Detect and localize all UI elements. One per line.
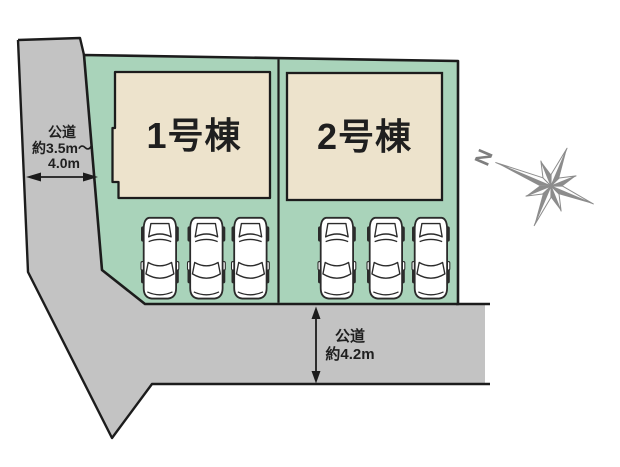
left-road-annotation: 公道 約3.5m〜 4.0m	[26, 124, 98, 182]
compass-light-facets	[495, 147, 594, 227]
parked-car-icon	[411, 216, 451, 300]
building-1-label: 1号棟	[146, 115, 241, 156]
arrow-down-icon	[311, 371, 321, 384]
parked-car-icon	[366, 216, 406, 300]
parked-car-icon	[186, 216, 227, 300]
building-2-footprint	[285, 71, 444, 202]
parked-car-icon	[230, 216, 271, 300]
road-boundary-top-left	[17, 36, 86, 56]
building-2-label: 2号棟	[317, 116, 412, 157]
left-road-width-2: 4.0m	[48, 155, 80, 171]
bottom-road-name: 公道	[335, 327, 365, 345]
arrow-left-icon	[26, 172, 41, 182]
parked-car-icon	[140, 216, 180, 300]
compass-rose-icon: N	[471, 146, 594, 227]
compass-north-label: N	[471, 146, 498, 169]
left-road-width-1: 約3.5m〜	[32, 140, 92, 156]
building-1-footprint	[111, 70, 272, 200]
compass-dark-facets	[495, 148, 594, 226]
bottom-road-annotation: 公道 約4.2m	[311, 306, 375, 384]
arrow-up-icon	[311, 306, 321, 319]
parked-car-icon	[317, 216, 357, 300]
road-surface	[18, 38, 485, 438]
arrow-right-icon	[83, 172, 98, 182]
bottom-road-width: 約4.2m	[325, 345, 374, 363]
left-road-name: 公道	[48, 124, 76, 140]
road-boundary-outer	[16, 39, 490, 440]
